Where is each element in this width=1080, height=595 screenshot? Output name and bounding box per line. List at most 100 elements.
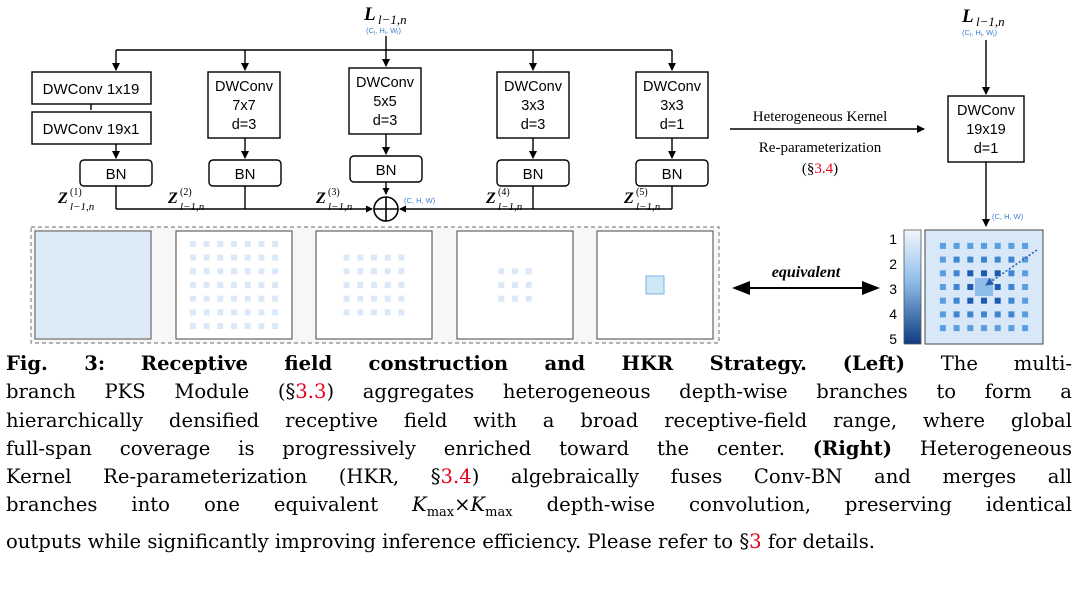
rf-dot xyxy=(272,254,279,261)
branch-1-bn: BN xyxy=(106,166,127,183)
rf-dot xyxy=(384,309,391,316)
branch-5-line-3: d=1 xyxy=(660,117,685,133)
merged-dot xyxy=(967,242,974,249)
merged-dot xyxy=(994,311,1001,318)
z1-sup: (1) xyxy=(70,187,82,198)
merged-center xyxy=(975,278,993,296)
merged-dot xyxy=(994,297,1001,304)
merged-dot xyxy=(939,325,946,332)
merged-dot xyxy=(1008,311,1015,318)
caption-t7a: outputs while significantly improving in… xyxy=(6,529,750,553)
rf-dot xyxy=(384,295,391,302)
caption-t2a: branch PKS Module (§ xyxy=(6,380,296,404)
right-L: L xyxy=(961,6,974,27)
rf-dot xyxy=(189,240,196,247)
rf-dot xyxy=(258,323,265,330)
rf-dot xyxy=(189,282,196,288)
merged-dot xyxy=(939,242,946,249)
rf-dot xyxy=(189,268,196,275)
rf-dot xyxy=(217,240,224,247)
branch-3-line-3: d=3 xyxy=(373,113,398,129)
rf-dot xyxy=(398,309,405,316)
rf-dot xyxy=(357,309,364,316)
merged-dot xyxy=(939,311,946,318)
merged-dot xyxy=(1022,242,1029,249)
caption-kmax-sub-1: max xyxy=(426,505,455,521)
caption-ref1: 3.3 xyxy=(295,380,327,404)
merged-dot xyxy=(953,325,960,332)
rf-dot xyxy=(498,268,505,275)
merged-dot xyxy=(967,256,974,263)
rf-dot xyxy=(272,323,279,330)
rf-dot xyxy=(231,309,237,316)
merged-dot xyxy=(1008,242,1015,249)
colorbar-tick-2: 2 xyxy=(889,256,897,272)
rf-dot xyxy=(258,282,265,288)
right-L-sub: l−1,n xyxy=(976,14,1005,29)
rf-dot xyxy=(203,282,210,288)
caption-t3: hierarchically densified receptive field… xyxy=(6,408,1072,432)
branch-5-bn: BN xyxy=(662,166,683,183)
merged-dot xyxy=(1008,284,1015,290)
rf-dot xyxy=(203,268,210,275)
colorbar-tick-3: 3 xyxy=(889,281,897,297)
colorbar-tick-4: 4 xyxy=(889,306,897,322)
rf-dot xyxy=(189,295,196,302)
rf-dot xyxy=(371,295,377,302)
rf-dot xyxy=(272,268,279,275)
rf-dot xyxy=(203,323,210,330)
rf-dot xyxy=(189,323,196,330)
merged-dot xyxy=(981,297,987,304)
caption-t4a: full-span coverage is progressively enri… xyxy=(6,436,785,460)
merged-dot xyxy=(994,270,1001,277)
rf-dot xyxy=(272,295,279,302)
z3-sub: l−1,n xyxy=(328,201,353,213)
aggregation-lines xyxy=(115,182,673,213)
rf-dot xyxy=(398,254,405,261)
rf-dot xyxy=(231,323,237,330)
rf-dot xyxy=(371,309,377,316)
rf-dot xyxy=(189,254,196,261)
merged-dot xyxy=(939,284,946,290)
merged-dot xyxy=(1022,270,1029,277)
equivalent-arrow: equivalent xyxy=(732,264,880,295)
caption-t7b: for details. xyxy=(767,529,875,553)
merged-dot xyxy=(981,256,987,263)
rf-dot xyxy=(343,295,350,302)
branch-2-bn: BN xyxy=(235,166,256,183)
rf-dot xyxy=(217,254,224,261)
rf-dot xyxy=(512,282,518,288)
z4-sup: (4) xyxy=(498,187,510,198)
rf-dot xyxy=(357,254,364,261)
z3-sup: (3) xyxy=(328,187,340,198)
rf-dot xyxy=(231,295,237,302)
rf-dot xyxy=(272,309,279,316)
merged-dot xyxy=(967,311,974,318)
z3: Z xyxy=(315,190,326,207)
merged-dot xyxy=(1008,297,1015,304)
branch-5: DWConv 3x3 d=1 BN xyxy=(635,71,709,187)
rf-dot xyxy=(258,268,265,275)
rf-dot xyxy=(512,268,518,275)
merged-dot xyxy=(953,297,960,304)
rf-dot xyxy=(244,254,251,261)
caption-line-4: full-span coverage is progressively enri… xyxy=(6,435,1072,463)
branch-2: DWConv 7x7 d=3 BN xyxy=(207,71,282,187)
right-input-shape: (Cl, Hl, Wl) xyxy=(962,28,997,39)
merged-dot xyxy=(1022,297,1029,304)
merged-dot xyxy=(939,297,946,304)
rf-dot xyxy=(258,295,265,302)
rf-dot xyxy=(371,282,377,288)
rf-dot xyxy=(258,240,265,247)
caption-right: (Right) xyxy=(812,436,893,460)
caption-line-3: hierarchically densified receptive field… xyxy=(6,407,1072,435)
caption-t5b: ) algebraically fuses Conv-BN and merges… xyxy=(471,465,1072,489)
branch-4: DWConv 3x3 d=3 BN xyxy=(496,71,570,187)
branch-2-line-1: DWConv xyxy=(215,79,274,95)
rf-dot xyxy=(272,282,279,288)
rf-tile-5-center xyxy=(645,275,665,295)
merged-dot xyxy=(953,311,960,318)
rf-dot xyxy=(371,268,377,275)
rf-dot xyxy=(258,254,265,261)
rf-dot xyxy=(512,295,518,302)
